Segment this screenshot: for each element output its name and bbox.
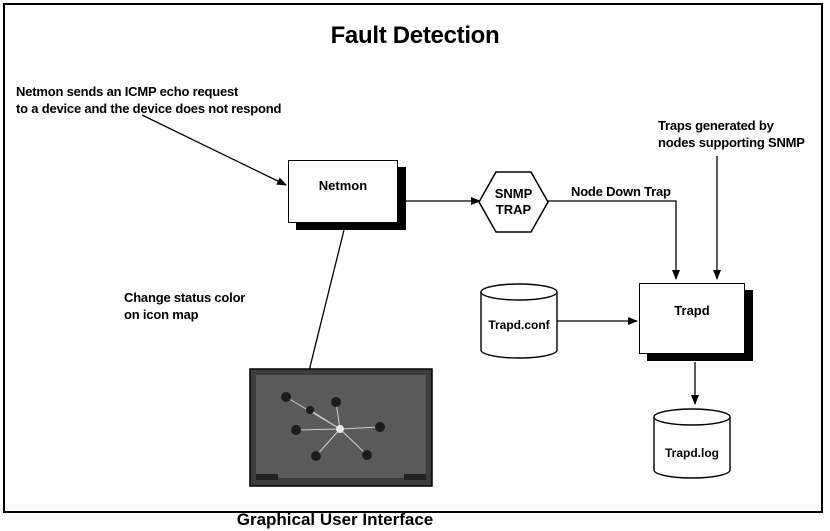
netmon-label: Netmon	[318, 178, 368, 193]
snmp-traps-note-line1: Traps generated by	[658, 118, 774, 133]
snmp-trap-label: SNMP TRAP	[479, 186, 548, 218]
trapd-conf-cylinder	[480, 283, 558, 359]
trapd-conf-label: Trapd.conf	[488, 318, 550, 332]
status-color-note: Change status color on icon map	[124, 289, 245, 323]
snmp-trap-label-line2: TRAP	[495, 202, 532, 217]
status-color-note-line1: Change status color	[124, 290, 246, 305]
trapd-label: Trapd	[674, 303, 710, 318]
icmp-note-line1: Netmon sends an ICMP echo request	[16, 84, 239, 99]
snmp-trap-label-line1: SNMP	[494, 186, 533, 201]
page-title: Fault Detection	[330, 22, 500, 49]
snmp-traps-note: Traps generated by nodes supporting SNMP	[658, 117, 822, 151]
snmp-trap-hexagon	[478, 171, 549, 233]
line-netmon-to-gui	[305, 229, 345, 384]
icmp-note-line2: to a device and the device does not resp…	[16, 101, 282, 116]
status-color-note-line2: on icon map	[124, 307, 199, 322]
gui-caption: Graphical User Interface	[236, 510, 434, 529]
node-down-trap-label: Node Down Trap	[571, 184, 671, 199]
netmon-box: Netmon	[288, 160, 398, 223]
trapd-log-label: Trapd.log	[665, 446, 719, 460]
gui-map-thumbnail	[249, 368, 433, 487]
trapd-box: Trapd	[639, 283, 745, 354]
trapd-log-cylinder	[653, 408, 731, 479]
icmp-note: Netmon sends an ICMP echo request to a d…	[16, 83, 281, 117]
arrow-node-down-to-trapd	[542, 200, 680, 280]
arrow-icmp-to-netmon	[141, 114, 287, 186]
diagram-frame	[3, 3, 823, 513]
snmp-traps-note-line2: nodes supporting SNMP	[658, 135, 805, 150]
